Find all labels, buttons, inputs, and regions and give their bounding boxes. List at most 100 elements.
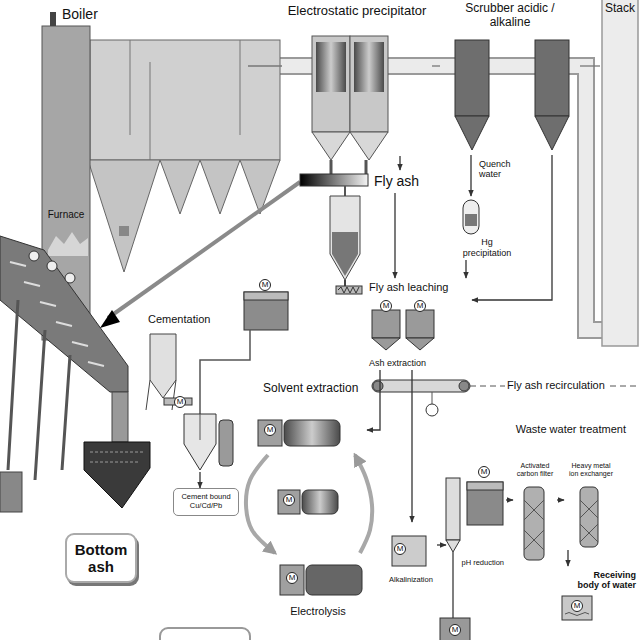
motor-symbol: M [174,396,186,408]
product-box: Bottom ash [65,533,137,583]
precipitator-symbol-part [354,42,384,92]
node-sublabel: Ash extraction [369,358,426,368]
alkalinization-tank: Alkalinization [385,522,437,588]
ash-extractor-part [90,452,145,462]
leaching-tanks [372,310,434,350]
cementation-equipment-part [244,292,288,330]
precipitator-symbol-part [350,132,388,160]
boiler-symbol-part [200,160,240,214]
leaching-tanks-part [372,310,400,338]
recirculation-belt-part [373,381,383,391]
fly-ash-bin-part [330,196,360,280]
node-label: Heavy metal ion exchanger [566,462,616,478]
node-label: pH reduction [461,559,504,568]
precipitator-symbol-part [365,160,368,174]
flow-line [437,544,446,545]
precipitator-symbol-part [312,36,350,132]
electrolysis-stage: Electrolysis [262,553,374,621]
node-label: Bottom ash [71,541,131,576]
mixer-settler-part [258,420,282,446]
grate-symbol-part [0,472,22,512]
scrubber-symbol-part [455,116,489,150]
ion-exchanger: Heavy metal ion exchanger [564,460,618,550]
scrubber-unit: Scrubber acidic / alkaline [440,0,580,155]
carbon-filter: Activated carbon filter [513,460,557,560]
precipitator-unit: Electrostatic precipitator [282,2,432,156]
water-treatment-equipment-part [580,487,598,547]
node-label: Cementation [148,313,210,326]
ash-conveyor-part [100,310,120,328]
fly-ash-bin-part [300,174,368,186]
gas-path [432,65,440,66]
boiler-symbol-part [88,160,160,272]
flow-line [506,499,513,500]
partial-panel [160,628,250,640]
water-treatment-equipment-part [565,613,589,616]
recirculation-belt-part [459,381,469,391]
node-label: Waste water treatment [516,423,626,436]
flow-line [465,260,466,278]
grate-symbol-part [65,273,75,283]
node-label: Alkalinization [389,576,433,585]
flow-line [394,193,395,278]
cementation-equipment [146,292,288,470]
grate-symbol-part [29,251,39,261]
ash-extractor-part [84,442,150,508]
boiler-symbol-part [48,232,88,256]
water-treatment-equipment-part [524,500,544,550]
leaching-tanks-part [406,338,434,350]
motor-symbol: M [286,572,298,584]
flow-line [199,472,200,488]
cementation-equipment-part [244,292,288,300]
precipitator-symbol-part [330,160,333,174]
motor-symbol: M [380,300,392,312]
grate-symbol-part [8,300,70,480]
precipitator-symbol-part [350,36,388,132]
gas-path [580,65,600,66]
water-treatment-equipment-part [440,618,470,640]
flow-line [472,155,552,300]
node-label: Hg precipitation [456,237,518,258]
flow-line [411,370,412,522]
motor-symbol: M [259,279,271,291]
furnace-zone: Furnace [43,205,89,225]
flow-line [567,550,568,566]
boiler-symbol-part [130,40,131,135]
stack-symbol [602,0,638,346]
node-label: Electrostatic precipitator [288,4,427,19]
node-label: Fly ash leaching [369,281,449,294]
loop-arrow [355,455,372,553]
ash-extractor [84,392,150,508]
boiler-symbol-part [160,160,200,214]
loop-arrow [246,455,275,553]
motor-symbol: M [264,424,276,436]
boiler-symbol [42,12,280,340]
node-label: Receiving body of water [574,570,636,591]
boiler-symbol-part [50,12,56,26]
cementation-equipment-part [200,414,201,440]
stack-symbol-part [602,0,638,346]
water-treatment-equipment-part [467,482,503,490]
leaching-tanks-part [406,310,434,338]
cementation-equipment-part [150,334,176,398]
water-treatment-equipment [392,478,598,640]
node-label: Scrubber acidic / alkaline [460,2,560,30]
fly-ash-bin-part [332,232,358,276]
recirculation-belt-part [432,392,433,404]
mixer-settler [258,420,362,595]
mixer-settler-part [278,490,300,514]
scrubber-symbol [455,40,569,150]
node-label: Boiler [62,6,98,22]
recirculation-belt-part [426,404,438,416]
grate-symbol-part [10,262,104,366]
flow-line [399,156,400,170]
water-treatment-equipment-part [392,536,426,566]
boiler-symbol-part [240,40,241,135]
boiler-symbol-part [240,160,280,214]
precipitator-symbol-part [312,132,350,160]
node-label: Activated carbon filter [515,462,555,478]
ash-conveyor-part [108,182,300,318]
node-label: Furnace [48,209,85,221]
mixer-settler-part [302,490,338,514]
